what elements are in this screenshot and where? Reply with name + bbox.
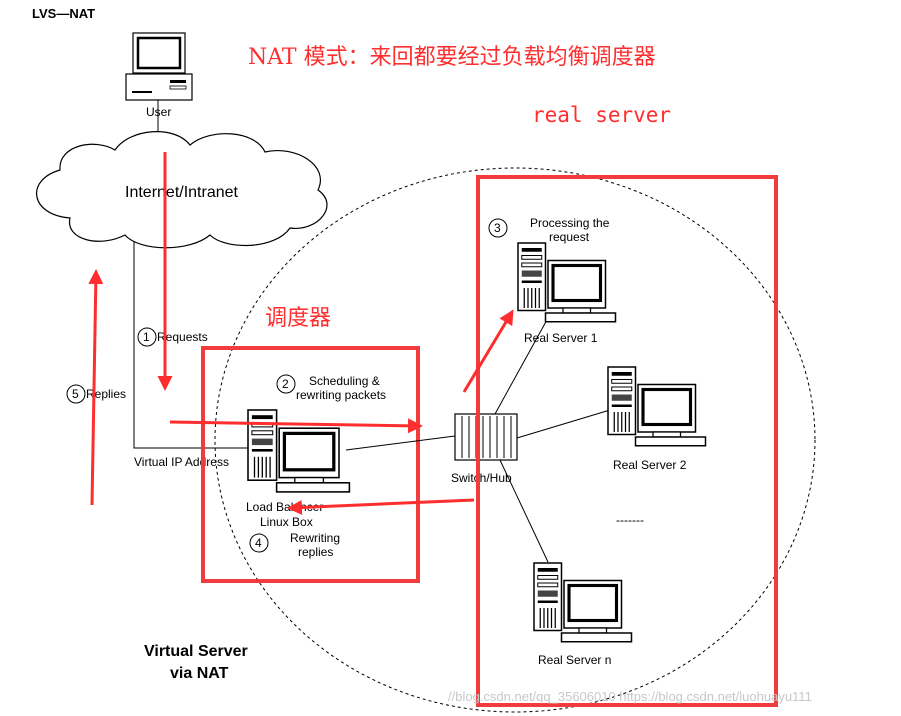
real-server-1-label: Real Server 1 bbox=[524, 331, 598, 345]
internet-cloud-icon bbox=[36, 131, 328, 249]
step-3-badge bbox=[488, 218, 508, 238]
real-servers-highlight-box bbox=[476, 175, 778, 707]
step-3-label-line2: request bbox=[549, 230, 590, 244]
step-4-badge bbox=[249, 533, 269, 553]
step-4-label-line2: replies bbox=[298, 545, 333, 559]
real-server-1-computer-icon bbox=[516, 241, 618, 324]
more-servers-ellipsis: ------- bbox=[616, 513, 644, 527]
arrow-to-real-server bbox=[462, 309, 514, 393]
real-server-2-computer-icon bbox=[606, 365, 708, 448]
real-server-n-label: Real Server n bbox=[538, 653, 611, 667]
step-3-number: 3 bbox=[494, 221, 501, 235]
load-balancer-label-line2: Linux Box bbox=[260, 515, 313, 529]
load-balancer-highlight-box bbox=[201, 346, 420, 583]
step-5-number: 5 bbox=[72, 387, 79, 401]
annotation-heading: NAT 模式：来回都要经过负载均衡调度器 bbox=[248, 45, 656, 70]
page-title: LVS—NAT bbox=[32, 6, 95, 21]
step-2-badge bbox=[276, 374, 296, 394]
switch-hub-icon bbox=[454, 413, 518, 461]
arrow-reply-to-lb bbox=[287, 498, 475, 515]
link-real-server-1 bbox=[494, 317, 549, 415]
step-3-label-line1: Processing the bbox=[530, 216, 610, 230]
load-balancer-label-line1: Load Balancer bbox=[246, 500, 323, 514]
lb-switch-link bbox=[345, 435, 456, 451]
cloud-label: Internet/Intranet bbox=[125, 184, 239, 201]
scheduler-annotation: 调度器 bbox=[265, 306, 331, 331]
step-5-badge bbox=[66, 384, 86, 404]
step-2-number: 2 bbox=[282, 377, 289, 391]
switch-label: Switch/Hub bbox=[451, 471, 512, 485]
vip-link bbox=[133, 242, 250, 449]
link-real-server-n bbox=[499, 459, 549, 563]
step-4-number: 4 bbox=[255, 536, 262, 550]
real-server-annotation: real server bbox=[532, 103, 671, 127]
step-2-label-line1: Scheduling & bbox=[309, 374, 380, 388]
step-4-label-line1: Rewriting bbox=[290, 531, 340, 545]
step-5-label: Replies bbox=[86, 387, 126, 401]
caption-line2: via NAT bbox=[170, 665, 229, 682]
step-1-number: 1 bbox=[143, 330, 150, 344]
watermark: //blog.csdn.net/qq_35606010 https://blog… bbox=[448, 689, 812, 704]
step-1-badge bbox=[137, 327, 157, 347]
real-server-n-computer-icon bbox=[532, 561, 634, 644]
link-real-server-2 bbox=[516, 409, 611, 439]
caption-line1: Virtual Server bbox=[144, 643, 248, 660]
arrow-reply-up bbox=[88, 269, 104, 506]
user-computer-icon bbox=[125, 32, 193, 101]
step-1-label: Requests bbox=[157, 330, 208, 344]
step-2-label-line2: rewriting packets bbox=[296, 388, 386, 402]
real-server-2-label: Real Server 2 bbox=[613, 458, 687, 472]
vip-label: Virtual IP Address bbox=[134, 455, 229, 469]
virtual-server-boundary bbox=[214, 167, 816, 713]
arrow-to-switch bbox=[169, 418, 423, 434]
user-label: User bbox=[146, 105, 171, 119]
